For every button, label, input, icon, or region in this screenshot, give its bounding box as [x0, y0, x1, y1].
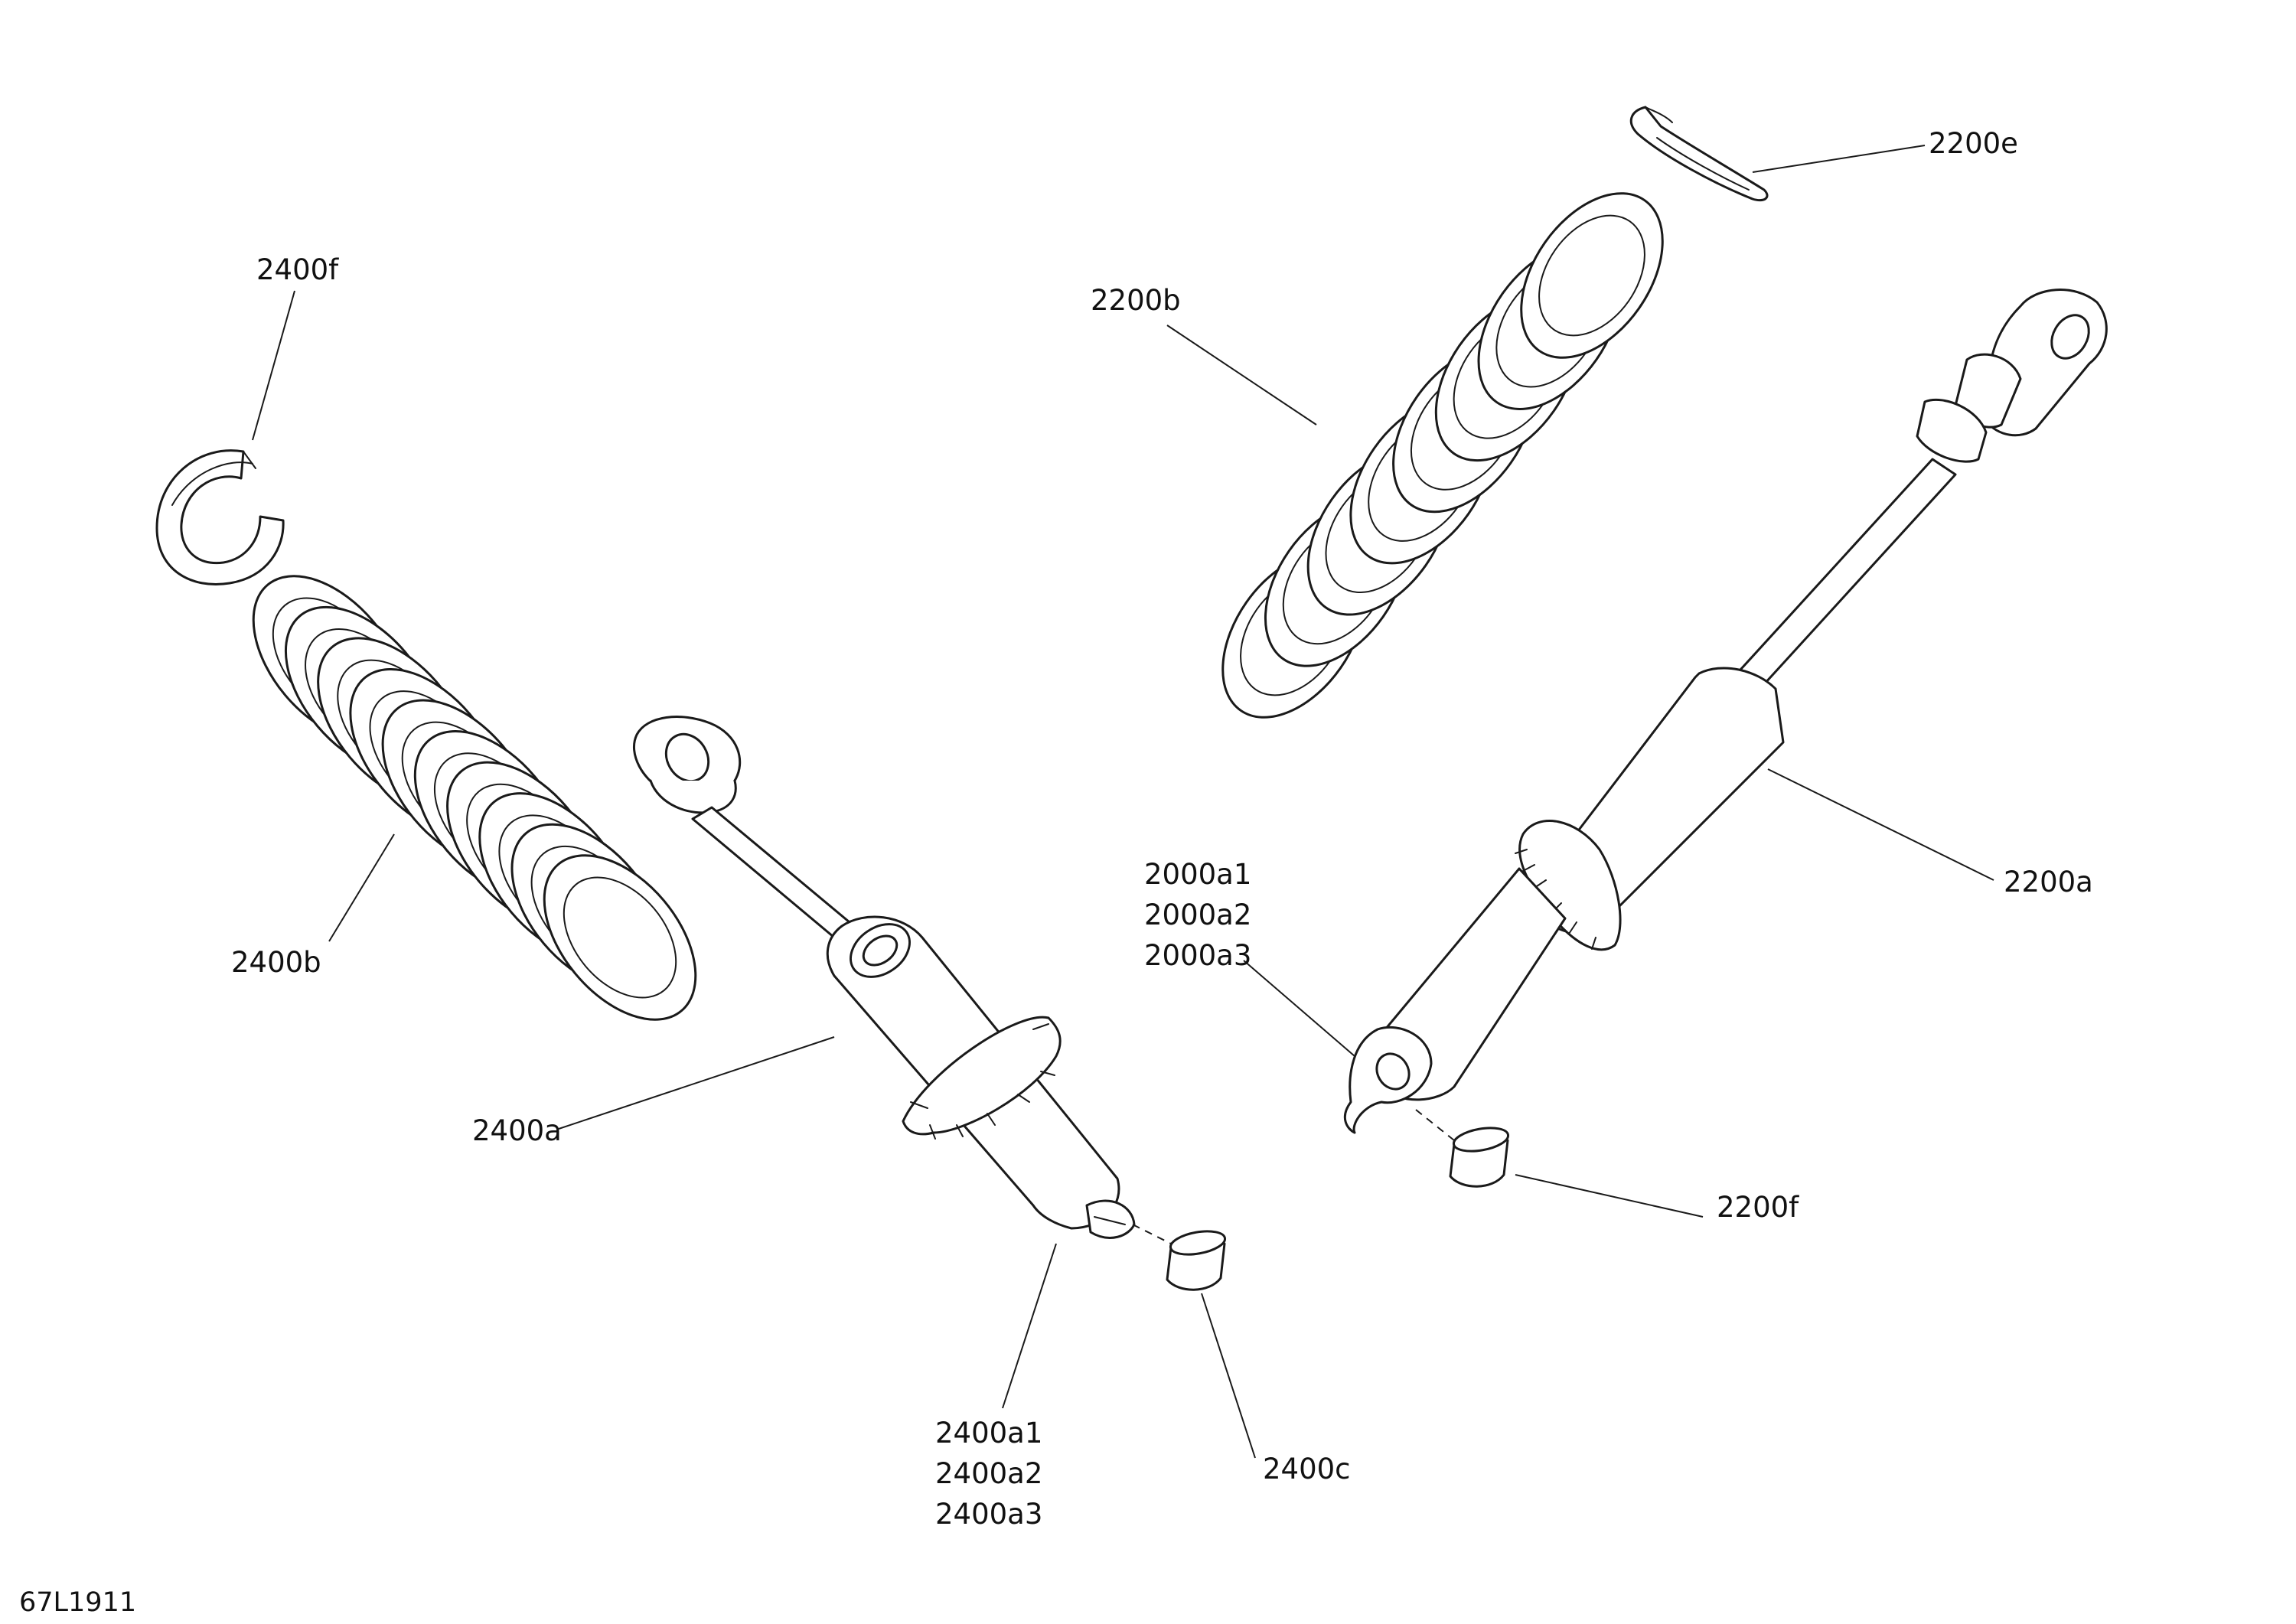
retainer-clip-2400f[interactable] [155, 449, 285, 585]
alignment-line-right [1415, 1109, 1455, 1141]
retainer-clip-2200e[interactable] [1629, 106, 1769, 202]
callout-2400a1: 2400a1 [935, 1417, 1042, 1450]
callout-2400a3: 2400a3 [935, 1498, 1042, 1531]
coil-spring-2400b[interactable] [223, 548, 726, 1048]
alignment-line-left [1132, 1224, 1172, 1244]
spring-coil-inner [1538, 214, 1645, 337]
callout-2400a2: 2400a2 [935, 1457, 1042, 1490]
callout-2000a2: 2000a2 [1144, 898, 1251, 931]
callout-2400f: 2400f [256, 253, 339, 286]
spring-coil [1520, 192, 1664, 359]
leader-lines [252, 145, 1994, 1459]
bushing-2400c[interactable] [1166, 1228, 1227, 1291]
callout-2400b: 2400b [231, 946, 321, 979]
bushing-2200f[interactable] [1449, 1124, 1510, 1188]
coil-spring-2200b[interactable] [1194, 168, 1692, 744]
callout-2400c: 2400c [1263, 1453, 1351, 1485]
shock-body-2400a[interactable] [632, 716, 1136, 1239]
callout-2200a: 2200a [2004, 866, 2093, 898]
callout-2400a: 2400a [472, 1114, 562, 1147]
callout-2200b: 2200b [1091, 284, 1181, 317]
shock-body-2200a[interactable] [1343, 289, 2108, 1134]
drawing-id: 67L1911 [19, 1587, 136, 1618]
callout-2000a1: 2000a1 [1144, 858, 1251, 891]
spring-coil-inner [563, 876, 677, 999]
callout-2200f: 2200f [1717, 1191, 1799, 1224]
callout-2200e: 2200e [1929, 127, 2018, 160]
callout-2000a3: 2000a3 [1144, 939, 1251, 972]
spring-coil [543, 854, 697, 1021]
